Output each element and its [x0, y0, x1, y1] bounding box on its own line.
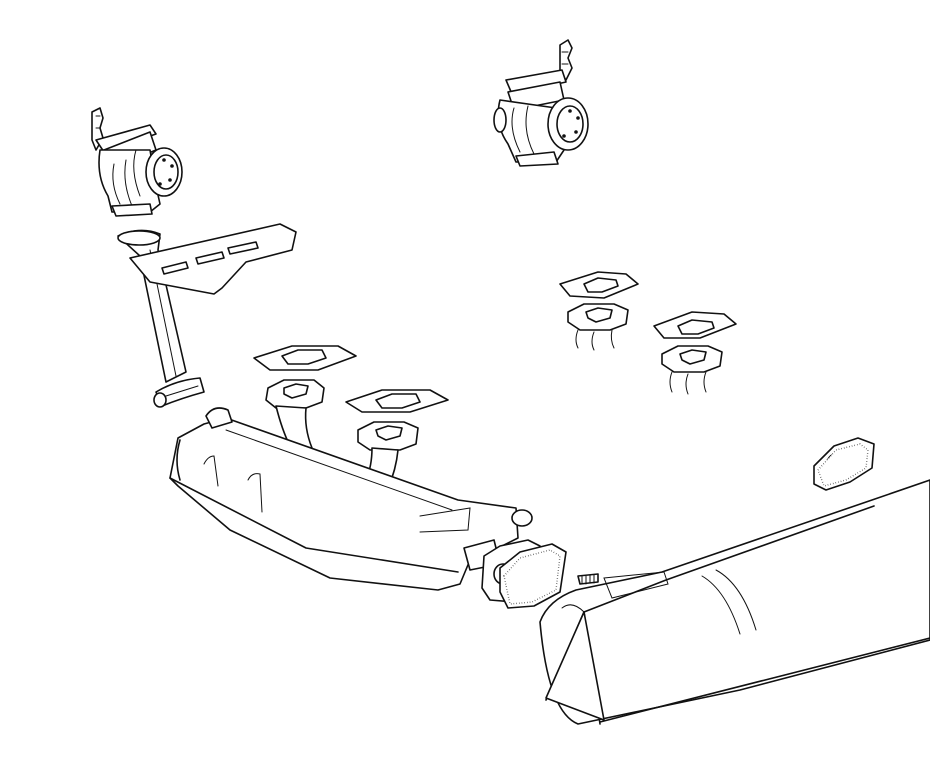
- exhaust-flange-right-upper: [567, 303, 629, 351]
- heat-exchanger-left: [91, 107, 183, 217]
- pipe-clamp: [153, 377, 205, 408]
- tailpipe-silencer: [539, 479, 930, 725]
- exhaust-flange-right-lower: [661, 345, 723, 395]
- tailpipe-stud: [577, 573, 599, 585]
- tailpipe-gasket: [813, 437, 875, 491]
- heat-exchanger-right: [493, 39, 589, 167]
- gasket-left-outer: [345, 389, 449, 413]
- gasket-right-lower: [653, 311, 737, 339]
- gasket-left-inner: [253, 345, 357, 371]
- muffler-outlet-gaskets: [481, 539, 567, 609]
- gasket-right-upper: [559, 271, 639, 299]
- muffler: [169, 407, 533, 591]
- intake-pipe-with-bracket: [117, 223, 297, 383]
- exhaust-flange-left-inner: [265, 379, 325, 449]
